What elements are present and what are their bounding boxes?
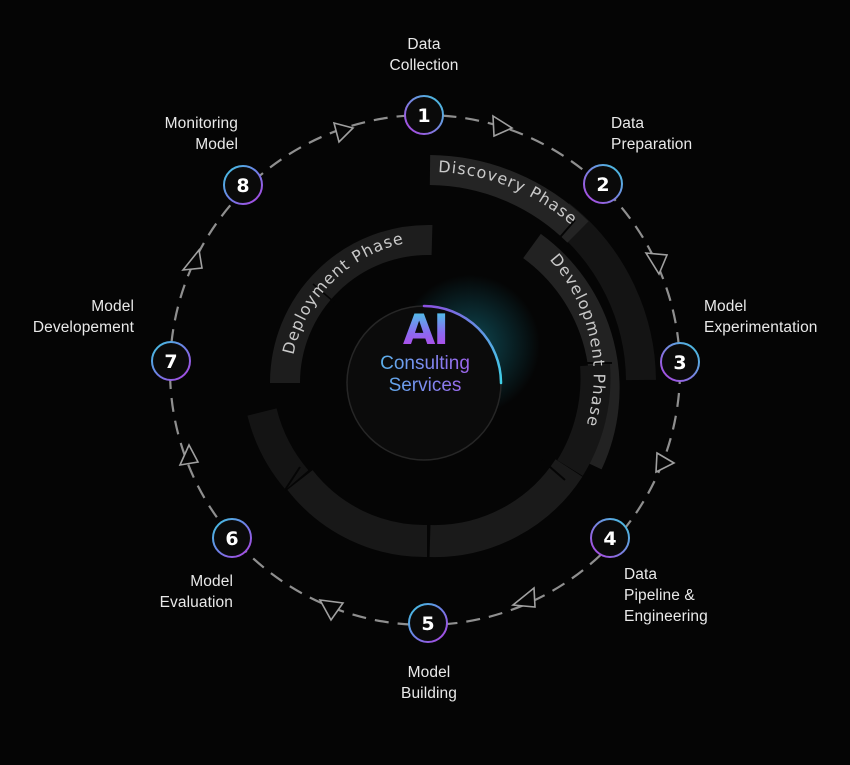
step-node-8[interactable]: 8 [223,165,263,205]
label-line: Model [91,298,134,315]
step-number: 8 [236,175,249,197]
arrow-icon [318,599,345,622]
step-number: 3 [673,352,686,374]
step-node-2[interactable]: 2 [583,164,623,204]
label-line: Collection [389,57,459,74]
label-line: Model [704,298,747,315]
phase-bands [247,155,656,558]
arrow-icon [181,248,203,271]
label-line: Engineering [624,608,708,625]
step-number: 5 [421,613,434,635]
discovery-phase-band [429,155,589,243]
label-line: Preparation [611,136,693,153]
step-number: 4 [603,528,616,550]
center-hub [346,275,540,461]
label-line: Data [407,36,441,53]
step-label-6: Model Evaluation [160,571,233,613]
label-line: Data [611,115,645,132]
step-label-5: Model Building [401,662,457,704]
arrow-icon [178,443,200,467]
arrow-icon [644,252,669,276]
step-node-4[interactable]: 4 [590,518,630,558]
arrow-icon [510,586,536,608]
label-line: Developement [32,319,134,336]
step-number: 7 [164,351,177,373]
step-label-1: Data Collection [389,34,458,76]
step-label-3: Model Experimentation [704,296,818,338]
arrow-icon [492,114,514,138]
hub-progress-arc [422,304,503,385]
step-label-4: Data Pipeline & Engineering [624,564,708,627]
deployment-phase-band [270,224,433,384]
arrow-icon [332,121,355,144]
step-label-2: Data Preparation [611,113,692,155]
label-line: Model [190,573,233,590]
step-label-8: Monitoring Model [165,113,238,155]
step-number: 2 [596,174,609,196]
label-line: Monitoring [164,115,238,132]
label-line: Experimentation [704,319,818,336]
label-line: Model [407,664,451,681]
step-node-7[interactable]: 7 [151,341,191,381]
step-number: 1 [417,105,430,127]
step-node-3[interactable]: 3 [660,342,700,382]
label-line: Data [624,566,658,583]
label-line: Pipeline & [624,587,695,604]
label-line: Model [195,136,238,153]
step-nodes: 1 2 3 4 5 6 7 [151,95,700,643]
label-line: Evaluation [159,594,233,611]
step-node-6[interactable]: 6 [212,518,252,558]
step-number: 6 [225,528,238,550]
arrow-icon [655,451,676,474]
label-line: Building [401,685,457,702]
step-node-5[interactable]: 5 [408,603,448,643]
step-node-1[interactable]: 1 [404,95,444,135]
direction-arrows [178,114,676,622]
step-label-7: Model Developement [33,296,134,338]
